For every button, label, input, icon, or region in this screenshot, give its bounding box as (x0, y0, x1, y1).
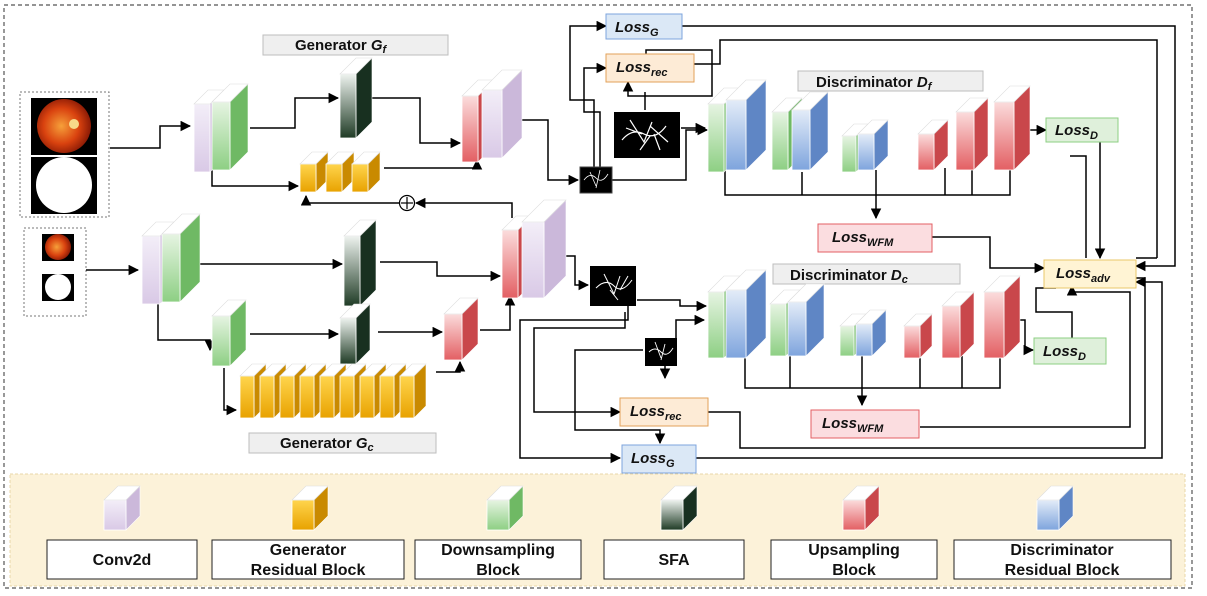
legend-item-conv2d: Conv2d (46, 539, 198, 580)
df-residual-block-3 (857, 119, 889, 171)
network-blocks (141, 57, 1031, 419)
gf-residual-block-3 (351, 151, 381, 193)
legend-sfa-icon (660, 485, 698, 531)
dc-upsampling-block-1 (903, 313, 933, 359)
loss-rec-top: Lossrec (605, 53, 695, 83)
svg-text:Generator Gc: Generator Gc (280, 435, 374, 454)
svg-text:LossWFM: LossWFM (822, 415, 884, 435)
outer-frame (3, 4, 1193, 589)
loss-g-bottom: LossG (621, 444, 697, 474)
gc-downsampling-block (161, 213, 201, 303)
svg-text:LossWFM: LossWFM (832, 229, 894, 249)
title-generator-c: Generator Gc (248, 432, 437, 454)
wires (86, 20, 1176, 464)
title-generator-f: Generator Gf (262, 34, 449, 56)
svg-text:Residual Block: Residual Block (251, 562, 366, 579)
loss-adv: Lossadv (1043, 259, 1137, 289)
gc-sfa-block-a (343, 219, 377, 307)
vessel-map-lower (645, 338, 677, 366)
dc-upsampling-block-2 (941, 291, 975, 359)
legend-discriminator-residual-icon (1036, 485, 1074, 531)
svg-text:Block: Block (832, 562, 876, 579)
loss-rec-bottom: Lossrec (619, 397, 709, 427)
legend-item-upsampling: Upsampling Block (770, 539, 938, 580)
svg-text:LossD: LossD (1055, 122, 1098, 142)
loss-wfm-bottom: LossWFM (810, 409, 920, 439)
legend-item-sfa: SFA (603, 539, 745, 580)
svg-text:Downsampling: Downsampling (441, 542, 555, 559)
svg-text:Conv2d: Conv2d (93, 552, 152, 569)
legend-generator-residual-icon (291, 485, 329, 531)
svg-text:Discriminator: Discriminator (1010, 542, 1113, 559)
df-upsampling-block-1 (917, 119, 949, 171)
legend-upsampling-icon (842, 485, 880, 531)
loss-d-bottom: LossD (1033, 337, 1107, 365)
legend-item-downsampling: Downsampling Block (414, 539, 582, 580)
legend-item-generator-residual: Generator Residual Block (211, 539, 405, 580)
legend-downsampling-icon (486, 485, 524, 531)
dc-residual-block-3 (855, 309, 887, 357)
loss-d-top: LossD (1045, 117, 1119, 143)
gf-conv2d-output-block (481, 69, 523, 159)
input-image-coarse (23, 227, 87, 317)
legend-item-discriminator-residual: Discriminator Residual Block (953, 539, 1172, 580)
svg-text:LossG: LossG (615, 19, 659, 39)
gf-residual-block-2 (325, 151, 355, 193)
dc-upsampling-block-3 (983, 275, 1021, 359)
svg-text:Lossrec: Lossrec (630, 403, 682, 423)
svg-text:Lossadv: Lossadv (1056, 265, 1111, 285)
sfa-output-lower (590, 266, 636, 306)
df-upsampling-block-2 (955, 97, 989, 171)
dc-residual-block-2 (787, 283, 825, 357)
loss-g-top: LossG (605, 13, 683, 40)
gf-downsampling-block (211, 83, 249, 171)
svg-text:Discriminator Dc: Discriminator Dc (790, 267, 908, 286)
input-image-fine (19, 91, 110, 218)
title-discriminator-c: Discriminator Dc (772, 263, 961, 286)
df-residual-block-1 (725, 79, 767, 171)
svg-text:Generator Gf: Generator Gf (295, 37, 388, 56)
gf-sfa-block (339, 57, 373, 139)
df-upsampling-block-3 (993, 85, 1031, 171)
gc-residual-block-9 (399, 363, 427, 419)
gc-upsampling-block-b (443, 297, 479, 361)
loss-wfm-top: LossWFM (817, 223, 933, 253)
title-discriminator-f: Discriminator Df (797, 70, 984, 93)
svg-text:Discriminator Df: Discriminator Df (816, 74, 933, 93)
sum-junction (398, 194, 416, 212)
svg-text:Block: Block (476, 562, 520, 579)
gc-conv2d-output-block (521, 199, 567, 299)
legend-conv2d-icon (103, 485, 141, 531)
vessel-map-upper (614, 112, 680, 158)
gc-sfa-block-b (339, 303, 371, 365)
df-residual-block-2 (791, 91, 829, 171)
sfa-output-upper (579, 166, 613, 194)
svg-text:Upsampling: Upsampling (808, 542, 900, 559)
dc-residual-block-1 (725, 269, 767, 359)
svg-text:Generator: Generator (270, 542, 346, 559)
svg-text:Lossrec: Lossrec (616, 59, 668, 79)
gf-residual-block-1 (299, 151, 329, 193)
svg-text:Residual Block: Residual Block (1005, 562, 1120, 579)
gc-downsampling-block-b (211, 299, 247, 367)
svg-text:LossD: LossD (1043, 343, 1086, 363)
svg-text:LossG: LossG (631, 450, 675, 470)
legend-icons (103, 485, 1074, 531)
svg-text:SFA: SFA (658, 552, 690, 569)
